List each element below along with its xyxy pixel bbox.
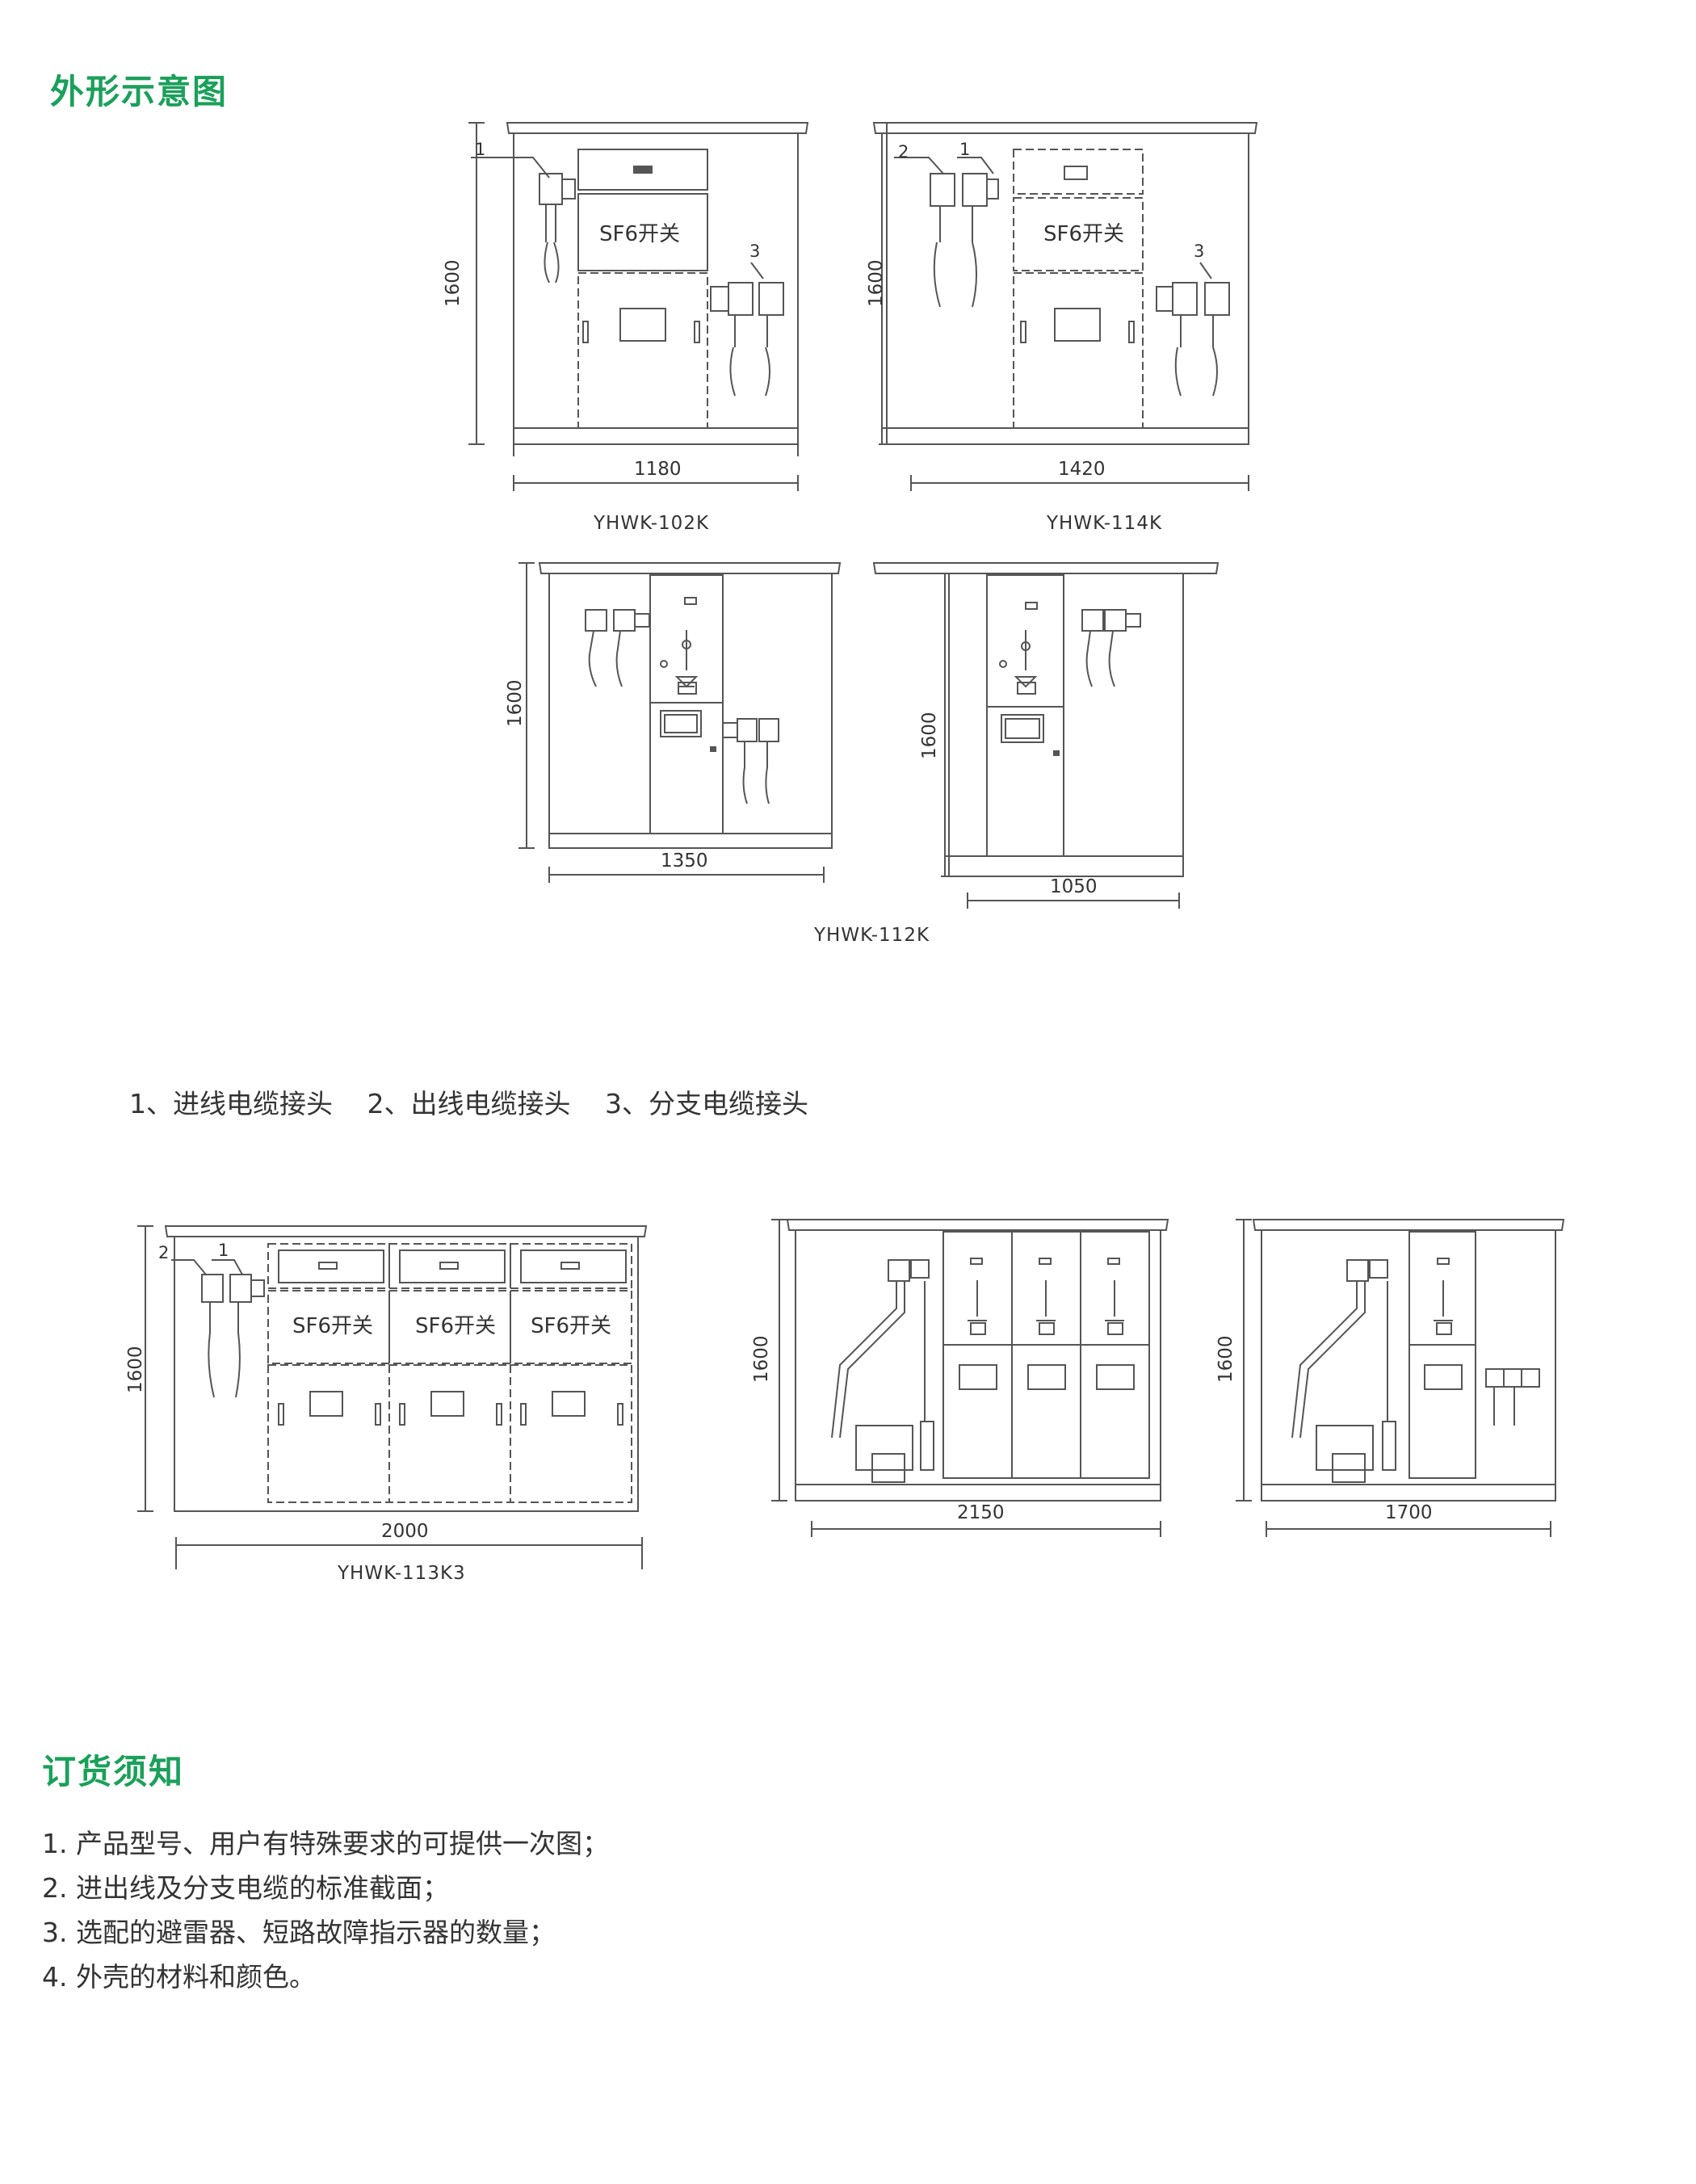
cabinet-yhwk-113k3 — [137, 1225, 648, 1569]
width-label-2150: 2150 — [957, 1502, 1005, 1523]
model-label-113k3: YHWK-113K3 — [337, 1563, 466, 1584]
width-label-113k3: 2000 — [381, 1521, 429, 1542]
width-label-1700: 1700 — [1385, 1502, 1433, 1523]
order-section-title: 订货须知 — [42, 1752, 185, 1791]
sf6-label-114k: SF6开关 — [1043, 222, 1124, 246]
height-label-2150: 1600 — [751, 1335, 772, 1383]
cabinet-1700 — [1236, 1219, 1565, 1537]
callout-2-114k: 2 — [898, 142, 909, 162]
callout-1-114k: 1 — [959, 140, 970, 159]
sf6-label-113k3-2: SF6开关 — [415, 1314, 496, 1338]
callout-3-102k: 3 — [749, 242, 760, 261]
height-label-113k3: 1600 — [125, 1346, 146, 1393]
width-label-114k: 1420 — [1058, 459, 1106, 480]
cabinet-yhwk-102k — [468, 122, 809, 491]
sf6-label-102k: SF6开关 — [599, 222, 680, 246]
width-label-102k: 1180 — [634, 459, 682, 480]
component-legend: 1、进线电缆接头 2、出线电缆接头 3、分支电缆接头 — [129, 1082, 834, 1121]
height-label-112k-a: 1600 — [505, 679, 526, 727]
model-label-102k: YHWK-102K — [593, 513, 709, 534]
cabinet-yhwk-112k-b — [872, 562, 1220, 909]
width-label-112k-a: 1350 — [661, 850, 708, 872]
note-item-1: 1. 产品型号、用户有特殊要求的可提供一次图； — [42, 1828, 609, 1859]
legend-item-2: 2、出线电缆接头 — [367, 1088, 571, 1119]
note-item-3: 3. 选配的避雷器、短路故障指示器的数量； — [42, 1917, 556, 1948]
callout-1-102k: 1 — [475, 140, 485, 159]
order-notes: 1. 产品型号、用户有特殊要求的可提供一次图； 2. 进出线及分支电缆的标准截面… — [42, 1821, 609, 1999]
cabinet-yhwk-112k-a — [518, 562, 842, 883]
callout-2-113k3: 2 — [158, 1243, 169, 1262]
height-label-1700: 1600 — [1215, 1335, 1236, 1383]
sf6-label-113k3-1: SF6开关 — [292, 1314, 373, 1338]
callout-1-113k3: 1 — [218, 1241, 229, 1260]
legend-item-3: 3、分支电缆接头 — [605, 1088, 808, 1119]
height-label-102k: 1600 — [443, 259, 464, 307]
cabinet-2150 — [771, 1219, 1169, 1537]
note-item-2: 2. 进出线及分支电缆的标准截面； — [42, 1872, 449, 1904]
height-label-114k: 1600 — [866, 259, 887, 307]
legend-item-1: 1、进线电缆接头 — [129, 1088, 333, 1119]
model-label-114k: YHWK-114K — [1046, 513, 1162, 534]
width-label-112k-b: 1050 — [1050, 876, 1098, 897]
height-label-112k-b: 1600 — [919, 712, 940, 759]
sf6-label-113k3-3: SF6开关 — [531, 1314, 611, 1338]
outline-section-title: 外形示意图 — [50, 72, 229, 111]
note-item-4: 4. 外壳的材料和颜色。 — [42, 1961, 316, 1993]
callout-3-114k: 3 — [1194, 242, 1204, 261]
cabinet-yhwk-114k — [872, 122, 1258, 491]
model-label-112k: YHWK-112K — [813, 925, 930, 946]
